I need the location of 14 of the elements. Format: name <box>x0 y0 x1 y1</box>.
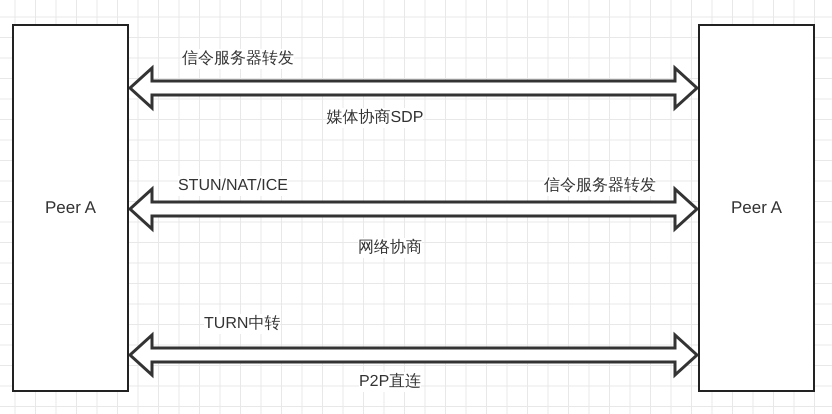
arrow-caption: 信令服务器转发 <box>544 176 656 196</box>
double-arrow <box>128 332 700 378</box>
double-arrow <box>128 186 700 232</box>
edge-label: 网络协商 <box>358 238 422 258</box>
peer-box <box>698 24 815 392</box>
arrow-caption: TURN中转 <box>204 314 280 334</box>
peer-label: Peer A <box>44 198 96 218</box>
arrow-caption: STUN/NAT/ICE <box>178 176 288 196</box>
double-arrow <box>128 64 700 112</box>
peer-label: Peer A <box>730 198 782 218</box>
arrow-caption: 信令服务器转发 <box>182 49 294 69</box>
edge-label: P2P直连 <box>359 372 422 392</box>
edge-label: 媒体协商SDP <box>326 108 424 128</box>
peer-box <box>12 24 129 392</box>
